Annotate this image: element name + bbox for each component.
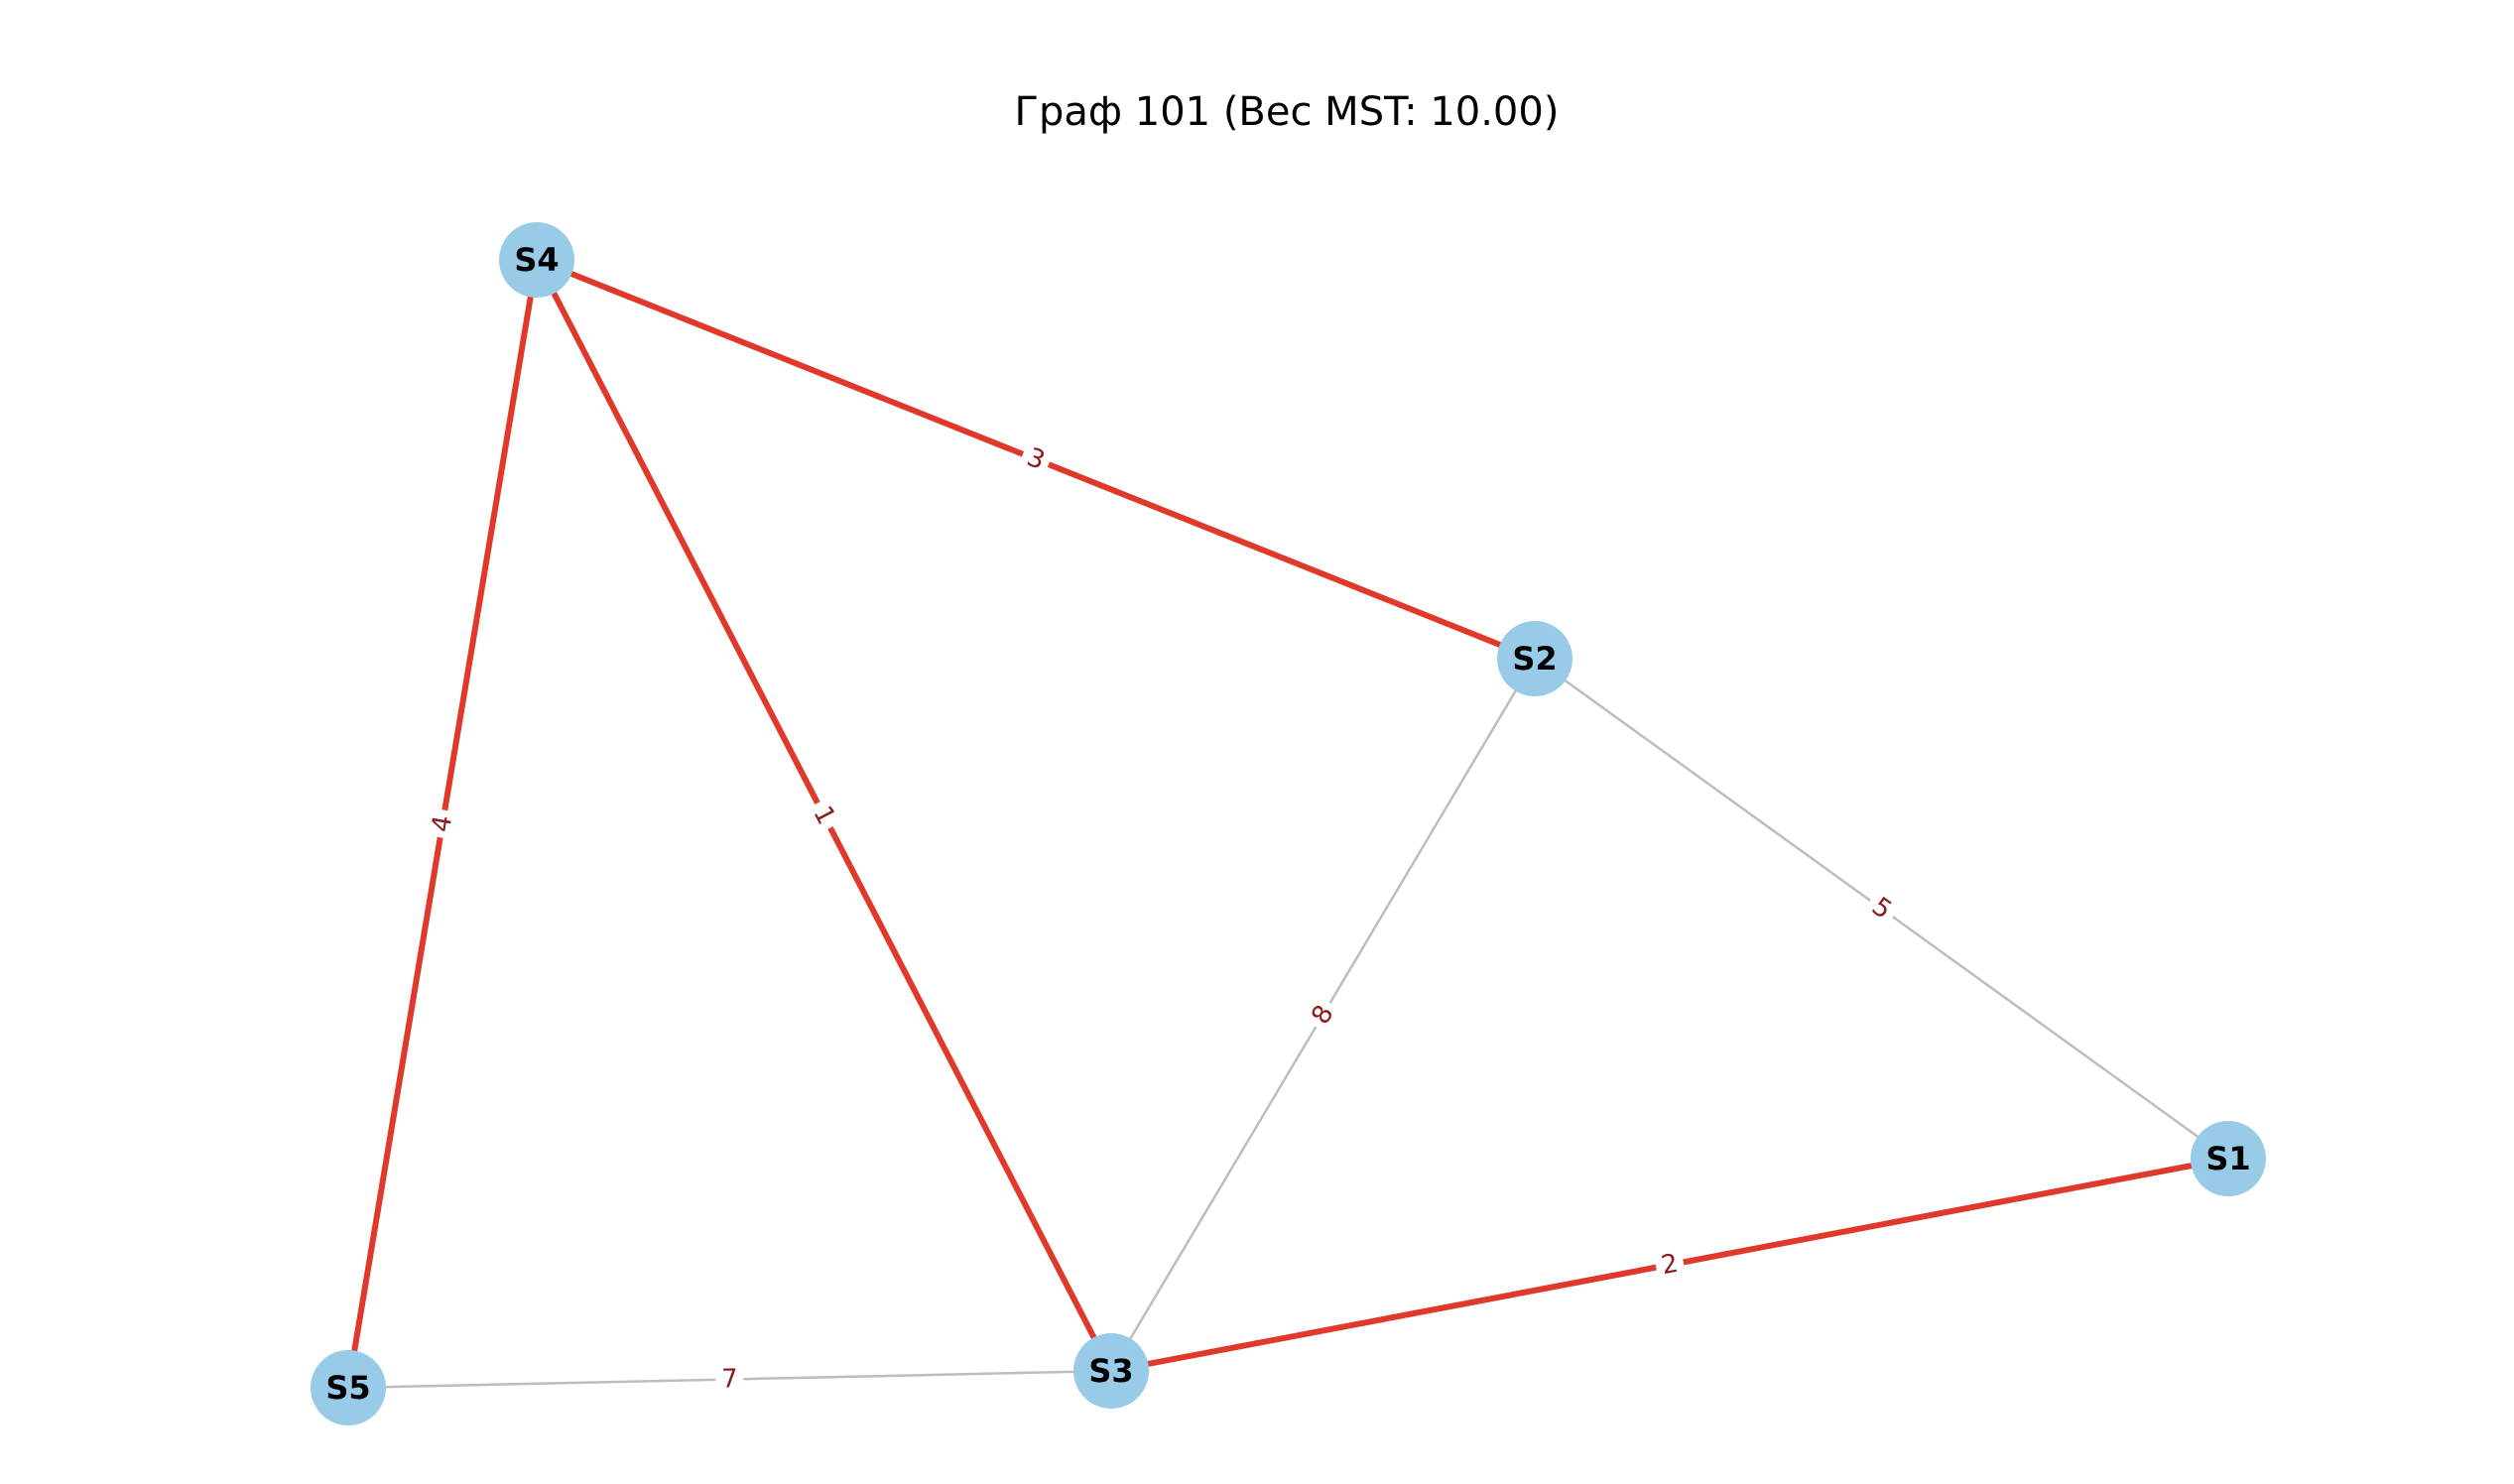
edge-label-background xyxy=(1860,887,1903,930)
edge-weight-label: 4 xyxy=(423,806,462,841)
node-circle xyxy=(499,222,574,298)
node-circle xyxy=(311,1350,386,1425)
edge-label-background xyxy=(1301,994,1345,1036)
node-label: S5 xyxy=(325,1369,370,1407)
edge-weight-text: 2 xyxy=(1659,1249,1681,1282)
edge-weight-label: 8 xyxy=(1301,994,1345,1036)
edge-label-background xyxy=(715,1362,744,1397)
node-label: S4 xyxy=(514,241,559,279)
edge-label-background xyxy=(802,795,846,836)
edges-layer xyxy=(345,257,2229,1390)
node-s5: S5 xyxy=(311,1350,386,1425)
edge-weight-label: 1 xyxy=(802,795,846,836)
edge-weight-label: 7 xyxy=(715,1362,744,1397)
node-circle xyxy=(1497,621,1572,696)
node-label: S1 xyxy=(2205,1140,2250,1177)
edge-weight-label: 3 xyxy=(1016,438,1056,480)
node-circle xyxy=(2191,1121,2266,1196)
edge-label-background xyxy=(423,806,462,841)
node-label: S2 xyxy=(1512,640,1557,678)
node-s4: S4 xyxy=(499,222,574,298)
edge-label-background xyxy=(1653,1245,1687,1285)
edge-weight-text: 4 xyxy=(427,813,458,834)
edge-weight-label: 5 xyxy=(1860,887,1903,930)
graph-title: Граф 101 (Вес MST: 10.00) xyxy=(1015,89,1560,135)
node-s3: S3 xyxy=(1073,1333,1149,1409)
edge-label-background xyxy=(1016,438,1056,480)
node-circle xyxy=(1073,1333,1149,1409)
node-s1: S1 xyxy=(2191,1121,2266,1196)
edge-weight-label: 2 xyxy=(1653,1245,1687,1285)
node-label: S3 xyxy=(1088,1352,1133,1390)
edge-weight-text: 7 xyxy=(721,1364,738,1394)
edge-labels-layer: 3 1 4 2 5 8 7 xyxy=(423,438,1903,1397)
node-s2: S2 xyxy=(1497,621,1572,696)
